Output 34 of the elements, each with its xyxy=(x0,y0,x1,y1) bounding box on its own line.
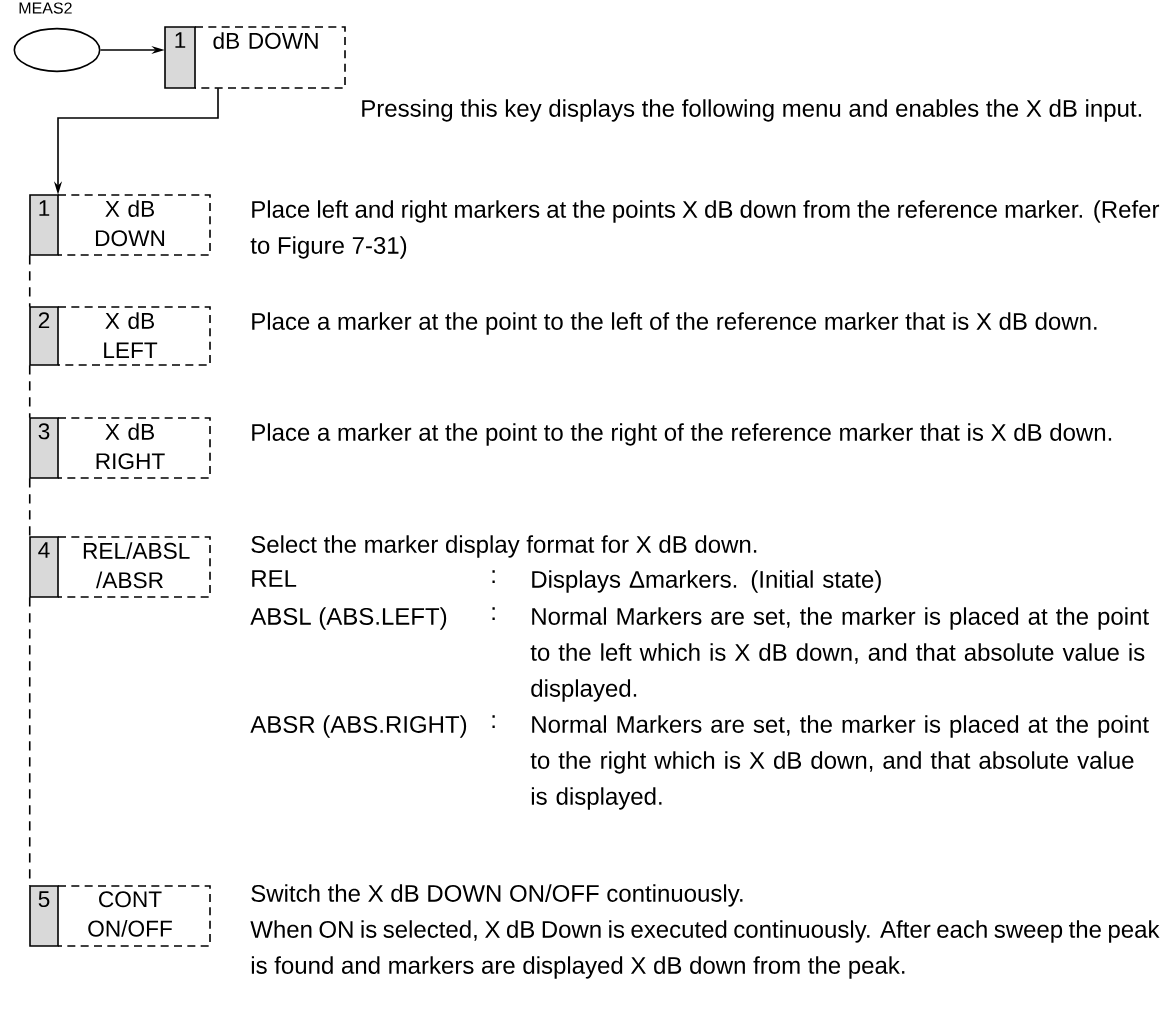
description-text: Select the marker display format for X dB down. xyxy=(251,535,757,558)
colon-separator: : xyxy=(492,607,495,620)
node-label: X dB DOWN xyxy=(95,200,165,247)
option-name: ABSL (ABS.LEFT) xyxy=(250,607,447,630)
connector-line xyxy=(28,596,31,887)
node-label: X dB LEFT xyxy=(104,312,158,359)
softkey-box: 1 X dB DOWN xyxy=(29,194,211,256)
description-text: Place left and right markers at the points X dB down from the reference marker. (Refer to Figure 7-31) xyxy=(250,200,1160,259)
softkey-box: 3 X dB RIGHT xyxy=(29,417,211,479)
option-description: Displays Δmarkers. (Initial state) xyxy=(532,570,881,593)
option-description: Normal Markers are set, the marker is placed at the point to the right which is X dB down, and that absolute value is displayed. xyxy=(530,715,1149,810)
node-label: X dB RIGHT xyxy=(96,423,165,470)
colon-separator: : xyxy=(492,570,495,583)
softkey-box: 2 X dB LEFT xyxy=(29,306,211,366)
node-label: MEAS2 xyxy=(19,2,72,14)
description-text: Place a marker at the point to the left of the reference marker that is X dB down. xyxy=(252,312,1097,335)
description-text: When ON is selected, X dB Down is executed continuously. After each sweep the peak is found and markers are displayed X dB down from the peak. xyxy=(250,920,1160,979)
colon-separator: : xyxy=(492,715,495,728)
softkey-box: 5 CONT ON/OFF xyxy=(29,885,211,947)
softkey-box: 4 REL/ABSL /ABSR xyxy=(29,536,211,598)
node-label: CONT ON/OFF xyxy=(88,891,172,937)
connector-line xyxy=(28,477,31,538)
option-name: ABSR (ABS.RIGHT) xyxy=(250,715,467,738)
option-description: Normal Markers are set, the marker is placed at the point to the left which is X dB down, and that absolute value is displayed. xyxy=(530,607,1149,702)
description-text: Switch the X dB DOWN ON/OFF continuously. xyxy=(251,884,743,907)
node-label: dB DOWN xyxy=(213,32,318,49)
node-label: REL/ABSL /ABSR xyxy=(83,542,190,589)
description-text: Pressing this key displays the following menu and enables the X dB input. xyxy=(362,99,1142,122)
connector-line xyxy=(28,254,31,308)
hard-key: MEAS2 xyxy=(13,2,101,73)
description-text: Place a marker at the point to the right of the reference marker that is X dB down. xyxy=(252,423,1112,446)
connector-line xyxy=(28,364,31,419)
softkey-box: 1 dB DOWN xyxy=(164,26,346,89)
option-name: REL xyxy=(252,570,297,587)
